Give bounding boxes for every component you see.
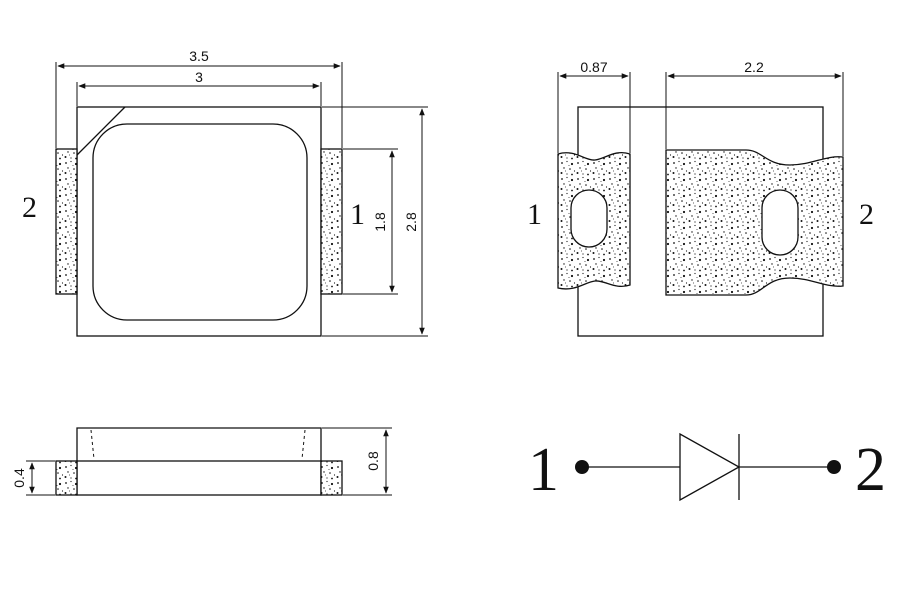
- dim-pad-width: 0.87: [580, 59, 607, 75]
- top-pin-label-right: 1: [350, 198, 365, 231]
- pad-view: 0.87 2.2 1 2: [527, 59, 874, 337]
- schematic-pin-label-left: 1: [528, 436, 559, 504]
- pad-pin-label-left: 1: [527, 198, 542, 231]
- top-view: 3.5 3 1.8 2.8 2 1: [22, 48, 428, 337]
- dim-width-outer: 3.5: [189, 48, 209, 64]
- dim-total-height: 0.8: [365, 451, 381, 471]
- schematic-pin-label-right: 2: [855, 436, 886, 504]
- pad-2: [665, 149, 844, 296]
- dim-base-height: 0.4: [11, 468, 27, 488]
- diode-triangle-icon: [679, 432, 741, 502]
- polarity-chamfer: [76, 106, 126, 156]
- side-view: 0.8 0.4: [11, 427, 392, 496]
- dim-pad-span: 2.2: [744, 59, 764, 75]
- pad-2-slot: [761, 189, 799, 256]
- terminal-right: [320, 148, 343, 295]
- dim-height-pad: 1.8: [372, 212, 388, 232]
- side-terminal-right: [320, 460, 343, 496]
- dim-height-outer: 2.8: [403, 212, 419, 232]
- top-pin-label-left: 2: [22, 191, 37, 224]
- pad-1-slot: [570, 189, 608, 248]
- side-lens: [76, 427, 322, 461]
- schematic-node-right: [827, 460, 841, 474]
- side-base: [76, 460, 322, 496]
- side-terminal-left: [55, 460, 78, 496]
- pad-pin-label-right: 2: [859, 198, 874, 231]
- diode-schematic: 1 2: [528, 432, 886, 504]
- dim-width-body: 3: [195, 69, 203, 85]
- package-body: [76, 106, 322, 337]
- lens-cavity: [92, 123, 308, 321]
- terminal-left: [55, 148, 78, 295]
